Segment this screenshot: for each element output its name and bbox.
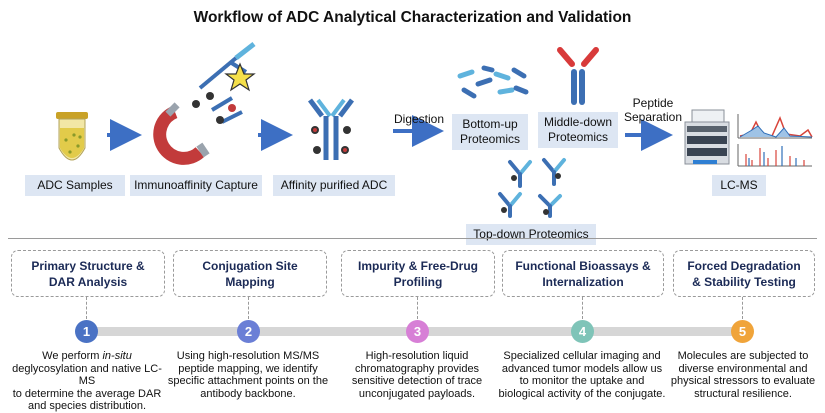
connector-line <box>86 297 87 319</box>
top-down-proteomics-label: Top-down Proteomics <box>466 224 596 245</box>
purified-adc-icon <box>308 98 354 160</box>
peptide-fragments-icon <box>457 65 529 99</box>
step-1-marker: 1 <box>75 320 98 343</box>
page-title: Workflow of ADC Analytical Characterizat… <box>193 9 632 26</box>
immunoaffinity-capture-label: Immunoaffinity Capture <box>130 175 262 196</box>
step-2-marker: 2 <box>237 320 260 343</box>
chromatogram-icon <box>737 114 813 167</box>
step-5-card: Forced Degradation& Stability Testing <box>673 250 815 297</box>
adc-samples-label: ADC Samples <box>25 175 125 196</box>
connector-line <box>582 297 583 319</box>
step-4-card: Functional Bioassays &Internalization <box>502 250 664 297</box>
connector-line <box>742 297 743 319</box>
middle-down-fragments-icon <box>557 47 599 105</box>
workflow-illustration <box>56 42 813 218</box>
magnet-capture-icon <box>153 42 256 165</box>
connector-line <box>248 297 249 319</box>
digestion-label: Digestion <box>393 112 445 126</box>
step-1-card: Primary Structure &DAR Analysis <box>11 250 165 297</box>
lcms-label: LC-MS <box>712 175 766 196</box>
step-5-marker: 5 <box>731 320 754 343</box>
lcms-instrument-icon <box>684 109 730 165</box>
sample-tube-icon <box>56 112 88 161</box>
step-4-marker: 4 <box>571 320 594 343</box>
connector-line <box>417 297 418 319</box>
step-3-marker: 3 <box>406 320 429 343</box>
affinity-purified-adc-label: Affinity purified ADC <box>273 175 395 196</box>
top-down-antibodies-icon <box>498 158 566 218</box>
section-divider <box>8 238 817 239</box>
